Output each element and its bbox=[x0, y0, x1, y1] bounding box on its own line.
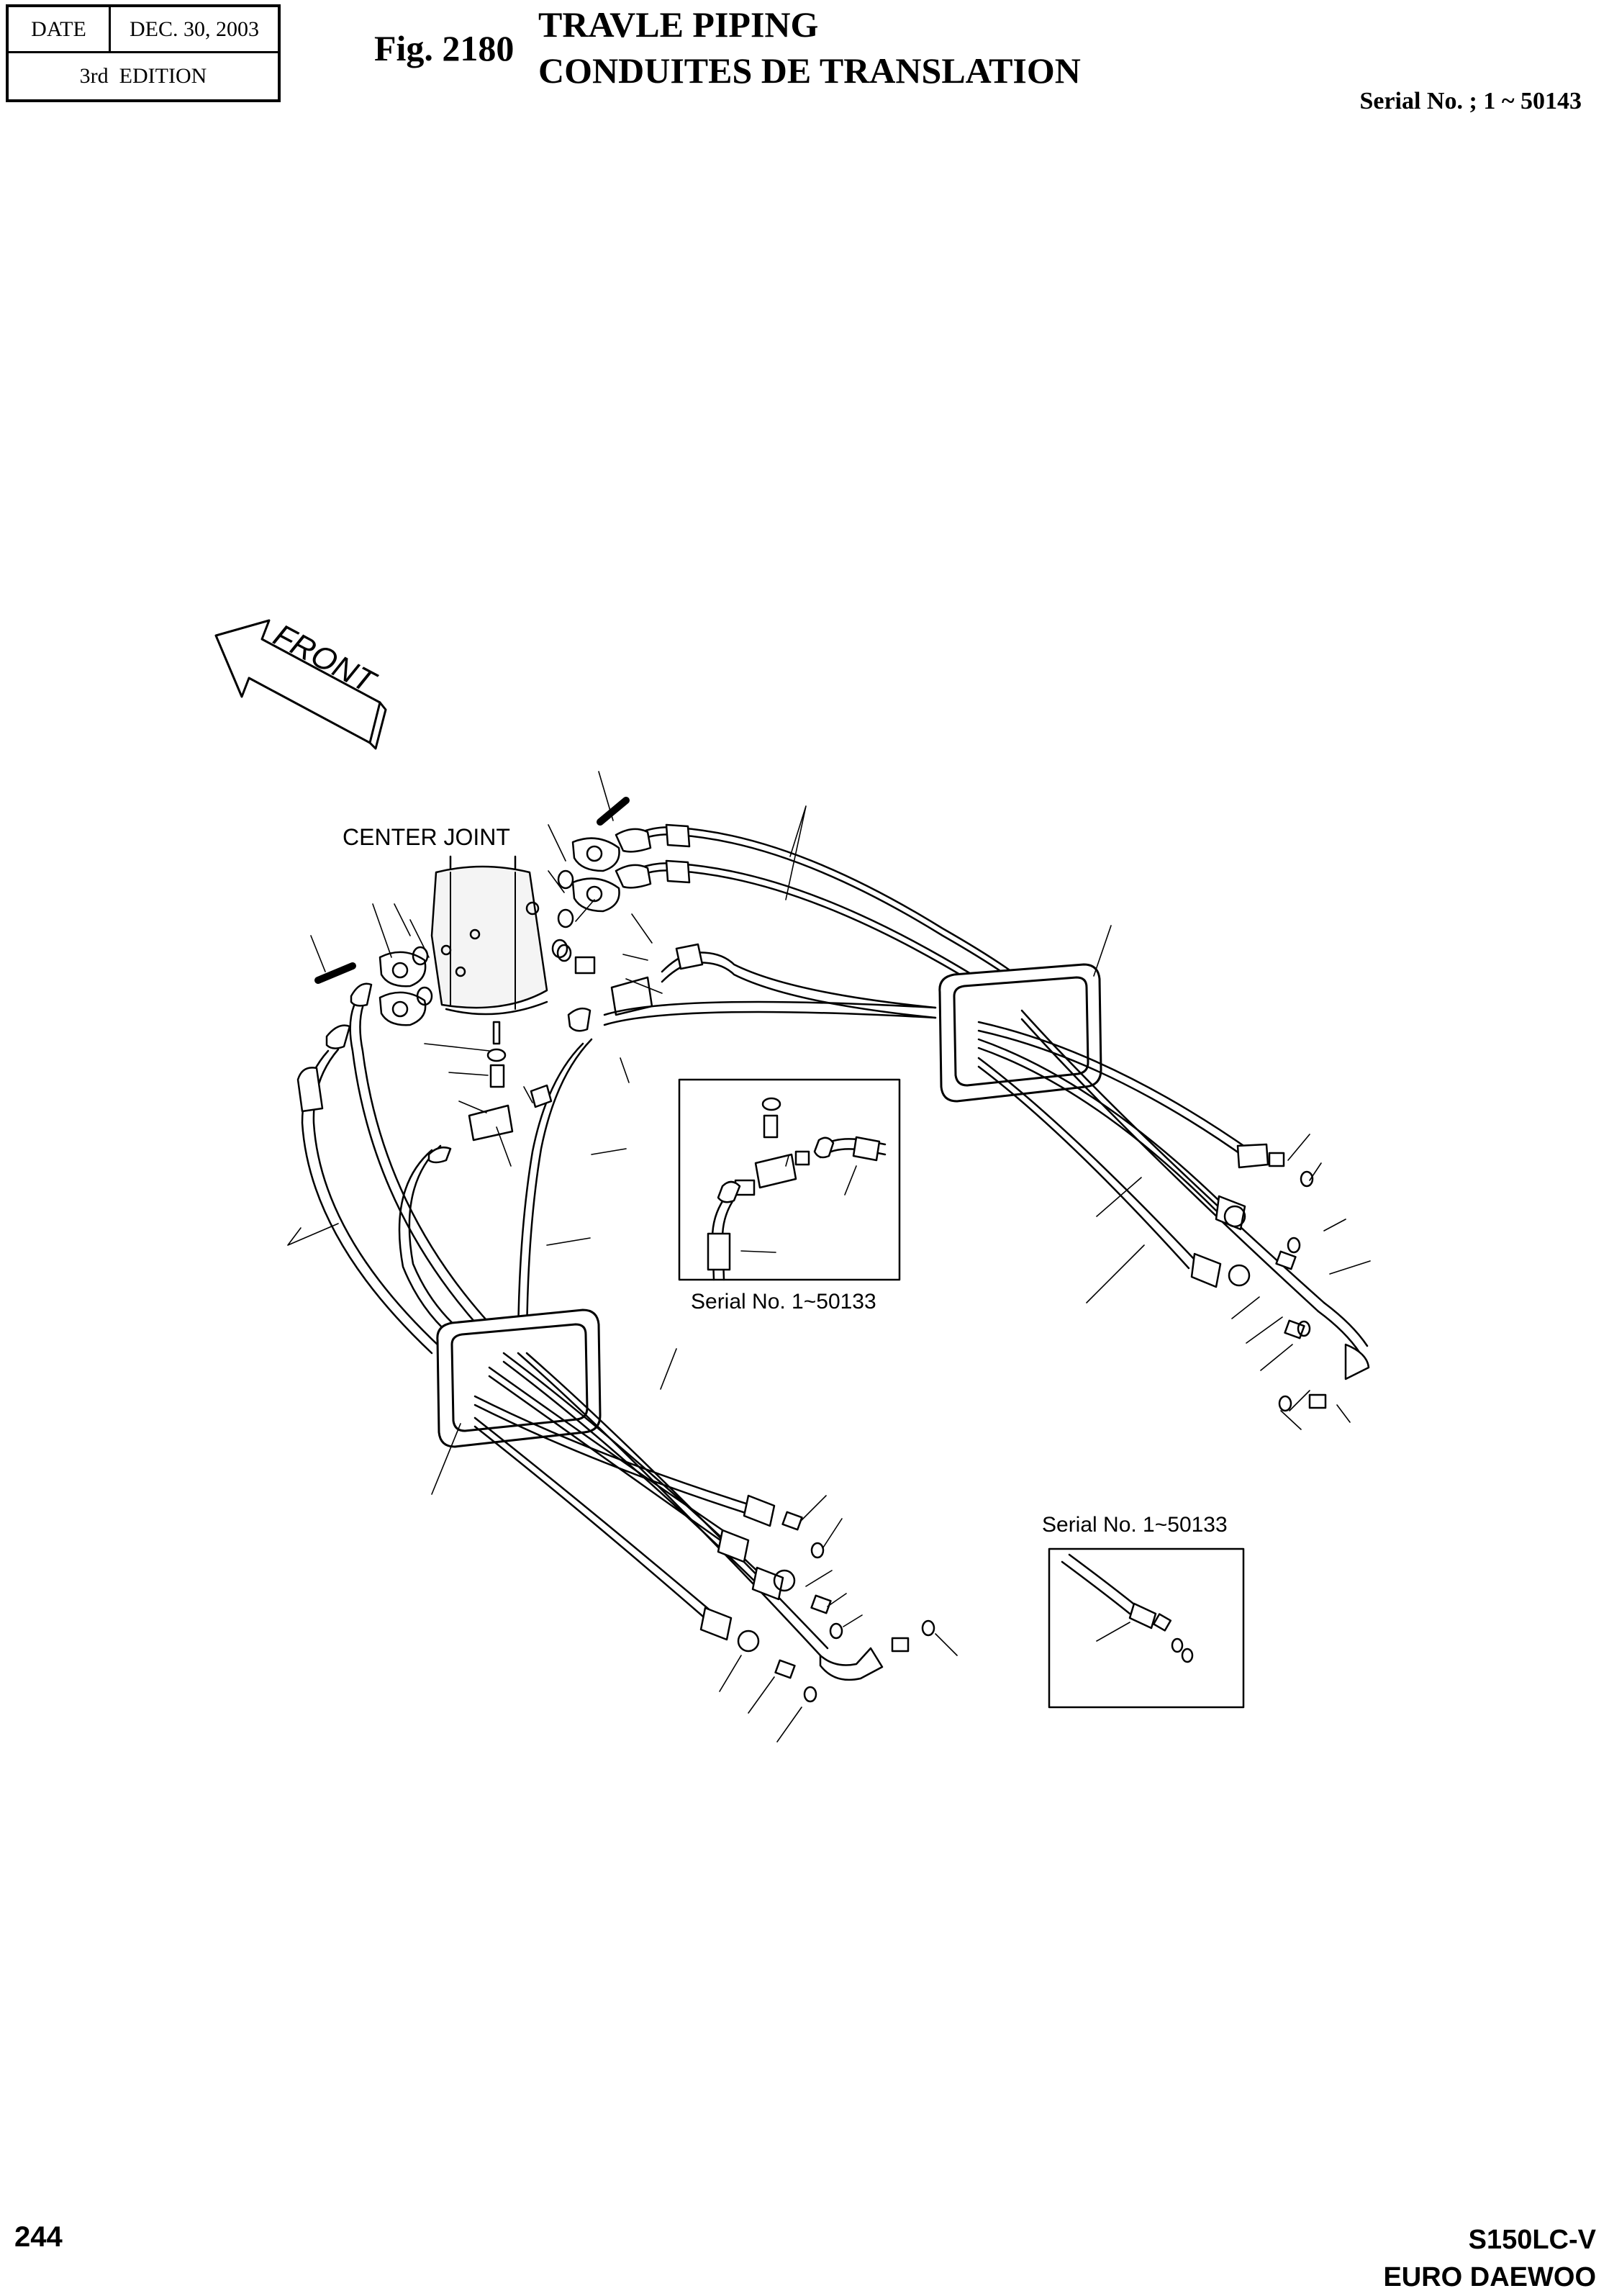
edition-number: 3rd bbox=[79, 64, 109, 88]
upper-flanges bbox=[551, 797, 630, 959]
inset-2-caption: Serial No. 1~50133 bbox=[1042, 1513, 1228, 1537]
model-name: S150LC-V bbox=[1468, 2225, 1596, 2255]
figure-title: TRAVLE PIPING CONDUITES DE TRANSLATION bbox=[538, 1, 1081, 94]
inset-1-caption: Serial No. 1~50133 bbox=[691, 1290, 876, 1314]
brand-name: EURO DAEWOO bbox=[1383, 2262, 1596, 2292]
tee-block-middle bbox=[556, 943, 937, 1019]
title-english: TRAVLE PIPING bbox=[538, 4, 819, 45]
date-label: DATE bbox=[9, 7, 111, 53]
edition-cell: 3rd EDITION bbox=[9, 53, 278, 99]
left-flanges bbox=[314, 946, 433, 1026]
lower-bracket bbox=[436, 1309, 602, 1448]
inset-detail-2: Serial No. 1~50133 bbox=[1042, 1513, 1245, 1709]
center-joint-label: CENTER JOINT bbox=[343, 824, 510, 850]
lower-hoses bbox=[473, 1352, 935, 1703]
model-block: S150LC-V EURO DAEWOO bbox=[1383, 2221, 1596, 2296]
left-hoses bbox=[296, 982, 937, 1369]
page-number: 244 bbox=[14, 2221, 63, 2253]
front-arrow: FRONT bbox=[214, 618, 387, 750]
center-joint: CENTER JOINT bbox=[343, 824, 548, 1016]
title-french: CONDUITES DE TRANSLATION bbox=[538, 50, 1081, 91]
figure-number: Fig. 2180 bbox=[374, 28, 515, 68]
right-hoses bbox=[977, 1009, 1370, 1412]
serial-range: Serial No. ; 1 ~ 50143 bbox=[1359, 88, 1582, 114]
edition-label: EDITION bbox=[119, 64, 207, 88]
date-edition-box: DATE DEC. 30, 2003 3rd EDITION bbox=[6, 4, 281, 102]
tee-block-lower bbox=[468, 1021, 514, 1142]
leader-lines bbox=[287, 771, 1371, 1743]
date-value: DEC. 30, 2003 bbox=[111, 7, 278, 53]
inset-detail-1: Serial No. 1~50133 bbox=[678, 1078, 901, 1314]
